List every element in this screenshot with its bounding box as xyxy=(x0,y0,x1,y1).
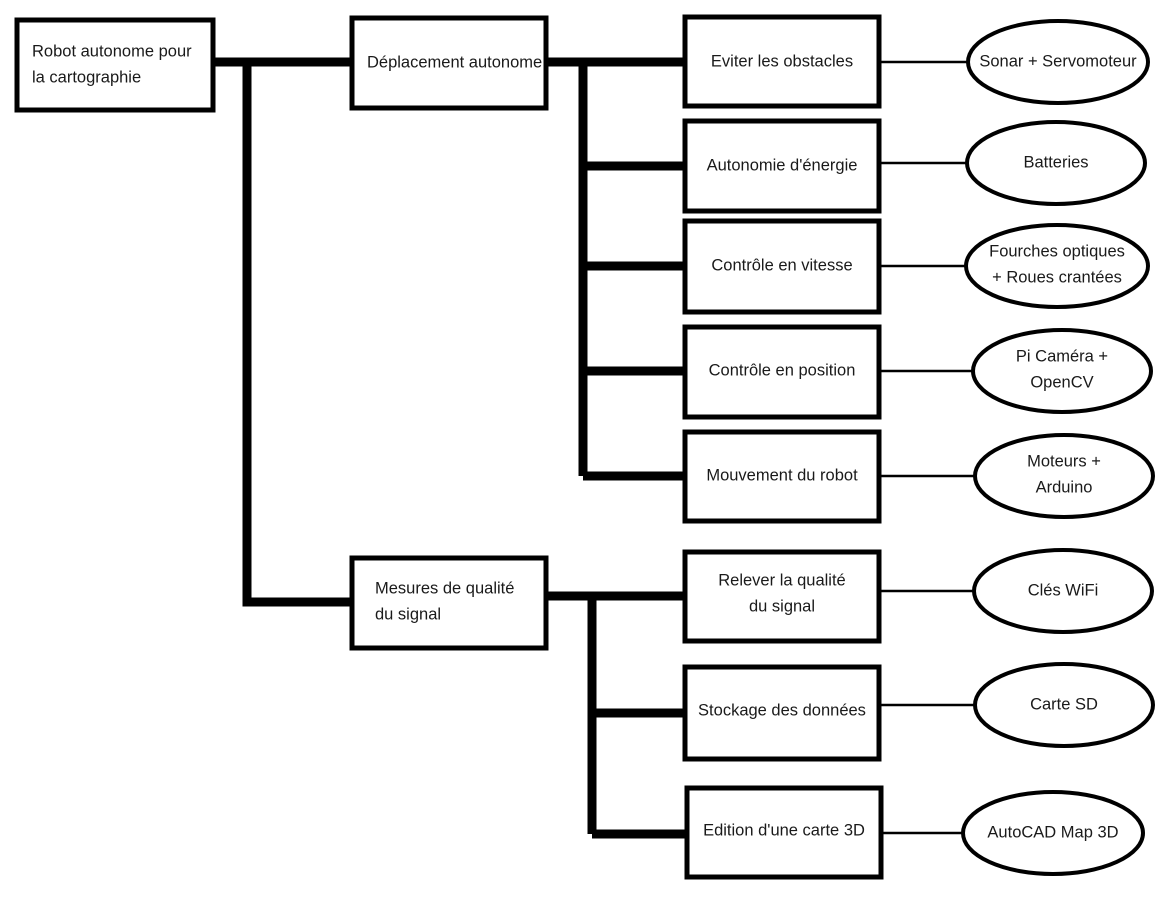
solution2-ellipse[interactable] xyxy=(965,120,1147,206)
node-solution-sonar-servomoteur[interactable]: Sonar + Servomoteur xyxy=(966,19,1150,105)
solution2-label-line1: Batteries xyxy=(1023,153,1088,171)
solution8-label-line1: AutoCAD Map 3D xyxy=(987,823,1118,841)
node-task-controle-en-position[interactable]: Contrôle en position xyxy=(682,324,882,420)
node-task-mouvement-du-robot[interactable]: Mouvement du robot xyxy=(682,429,882,524)
task5-label-line1: Mouvement du robot xyxy=(706,466,858,484)
node-solution-pi-camera-opencv[interactable]: Pi Caméra + OpenCV xyxy=(971,328,1153,414)
solution3-label-line1: Fourches optiques xyxy=(989,242,1125,260)
task7-label-line1: Stockage des données xyxy=(698,701,866,719)
branch1-label-line1: Déplacement autonome xyxy=(367,53,542,71)
node-solution-cles-wifi[interactable]: Clés WiFi xyxy=(972,548,1154,634)
node-task-controle-en-vitesse[interactable]: Contrôle en vitesse xyxy=(682,218,882,315)
node-branch-deplacement-autonome[interactable]: Déplacement autonome xyxy=(349,15,549,111)
task6-label-line2: du signal xyxy=(749,597,815,615)
task7-box[interactable] xyxy=(682,664,882,762)
solution5-ellipse[interactable] xyxy=(973,433,1155,519)
task3-box[interactable] xyxy=(682,218,882,315)
task3-label-line1: Contrôle en vitesse xyxy=(711,256,852,274)
solution1-label-line1: Sonar + Servomoteur xyxy=(979,52,1137,70)
node-branch-mesures-qualite-signal[interactable]: Mesures de qualité du signal xyxy=(349,555,549,651)
node-solution-fourches-optiques-roues-crantees[interactable]: Fourches optiques + Roues crantées xyxy=(964,223,1150,309)
solution5-label-line2: Arduino xyxy=(1036,478,1093,496)
task6-box[interactable] xyxy=(682,549,882,644)
task8-box[interactable] xyxy=(684,785,884,880)
task2-label-line1: Autonomie d'énergie xyxy=(707,156,858,174)
node-task-stockage-des-donnees[interactable]: Stockage des données xyxy=(682,664,882,762)
connector-root-to-branch2 xyxy=(242,62,352,607)
root-box[interactable] xyxy=(14,17,216,113)
node-solution-batteries[interactable]: Batteries xyxy=(965,120,1147,206)
task4-label-line1: Contrôle en position xyxy=(709,361,856,379)
solution7-label-line1: Carte SD xyxy=(1030,695,1098,713)
branch2-label-line2: du signal xyxy=(375,605,441,623)
task8-label-line1: Edition d'une carte 3D xyxy=(703,821,865,839)
solution8-ellipse[interactable] xyxy=(961,790,1145,876)
root-label-line1: Robot autonome pour xyxy=(32,42,192,60)
branch1-box[interactable] xyxy=(349,15,549,111)
solution4-label-line1: Pi Caméra + xyxy=(1016,347,1108,365)
task1-label-line1: Eviter les obstacles xyxy=(711,52,853,70)
solution5-label-line1: Moteurs + xyxy=(1027,452,1101,470)
task6-label-line1: Relever la qualité xyxy=(718,571,846,589)
node-root[interactable]: Robot autonome pour la cartographie xyxy=(14,17,216,113)
task1-box[interactable] xyxy=(682,14,882,109)
node-task-eviter-les-obstacles[interactable]: Eviter les obstacles xyxy=(682,14,882,109)
solution4-ellipse[interactable] xyxy=(971,328,1153,414)
node-task-relever-qualite-signal[interactable]: Relever la qualité du signal xyxy=(682,549,882,644)
solution7-ellipse[interactable] xyxy=(973,662,1155,748)
node-task-edition-carte-3d[interactable]: Edition d'une carte 3D xyxy=(684,785,884,880)
solution4-label-line2: OpenCV xyxy=(1030,373,1093,391)
solution6-label-line1: Clés WiFi xyxy=(1028,581,1099,599)
node-task-autonomie-energie[interactable]: Autonomie d'énergie xyxy=(682,118,882,214)
solution3-ellipse[interactable] xyxy=(964,223,1150,309)
task4-box[interactable] xyxy=(682,324,882,420)
solution3-label-line2: + Roues crantées xyxy=(992,268,1122,286)
solution6-ellipse[interactable] xyxy=(972,548,1154,634)
node-solution-autocad-map-3d[interactable]: AutoCAD Map 3D xyxy=(961,790,1145,876)
solution1-ellipse[interactable] xyxy=(966,19,1150,105)
task2-box[interactable] xyxy=(682,118,882,214)
node-solution-moteurs-arduino[interactable]: Moteurs + Arduino xyxy=(973,433,1155,519)
task5-box[interactable] xyxy=(682,429,882,524)
connector-layer xyxy=(213,57,975,839)
branch2-box[interactable] xyxy=(349,555,549,651)
root-label-line2: la cartographie xyxy=(32,68,141,86)
branch2-label-line1: Mesures de qualité xyxy=(375,579,514,597)
node-solution-carte-sd[interactable]: Carte SD xyxy=(973,662,1155,748)
